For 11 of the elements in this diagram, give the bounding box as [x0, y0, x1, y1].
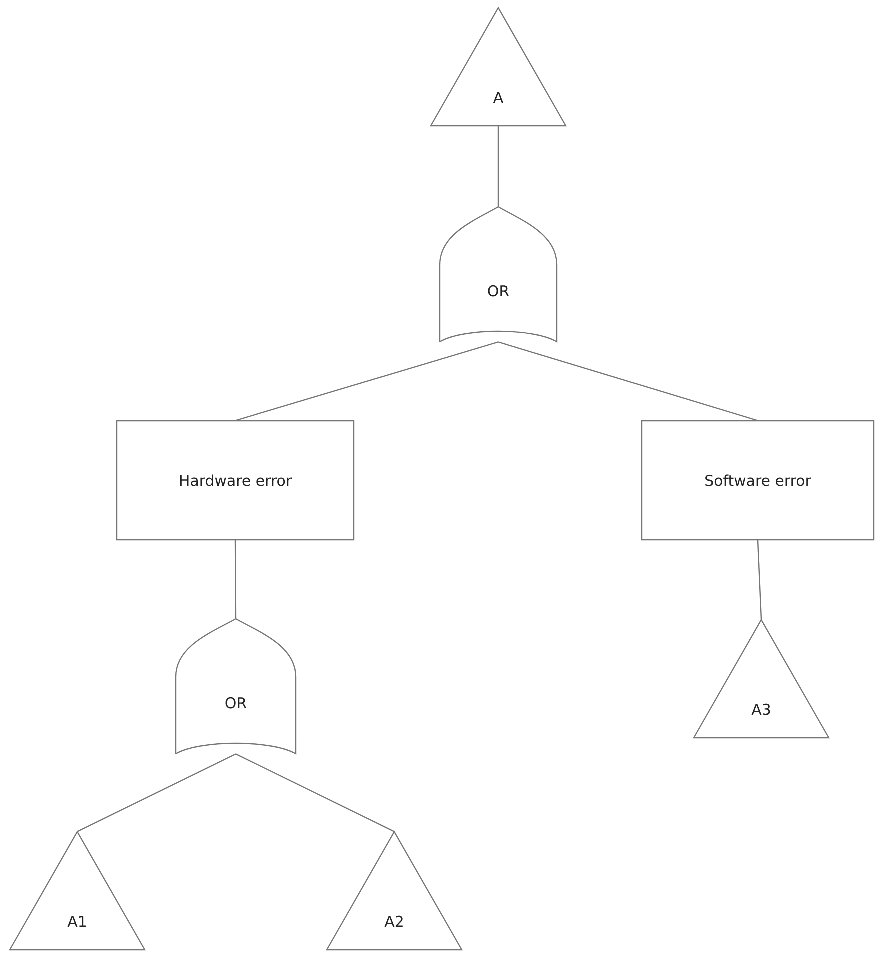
event-box: Software error: [641, 420, 875, 541]
connector-line: [757, 540, 762, 620]
connector-line: [498, 342, 758, 422]
connector-line: [235, 342, 499, 422]
connector-line: [234, 540, 237, 619]
or-gate: OR: [439, 206, 558, 343]
connector-line: [498, 126, 500, 207]
event-box: Hardware error: [116, 420, 355, 541]
or-gate: OR: [175, 618, 297, 755]
connector-line: [236, 754, 395, 832]
connector-line: [77, 754, 236, 832]
